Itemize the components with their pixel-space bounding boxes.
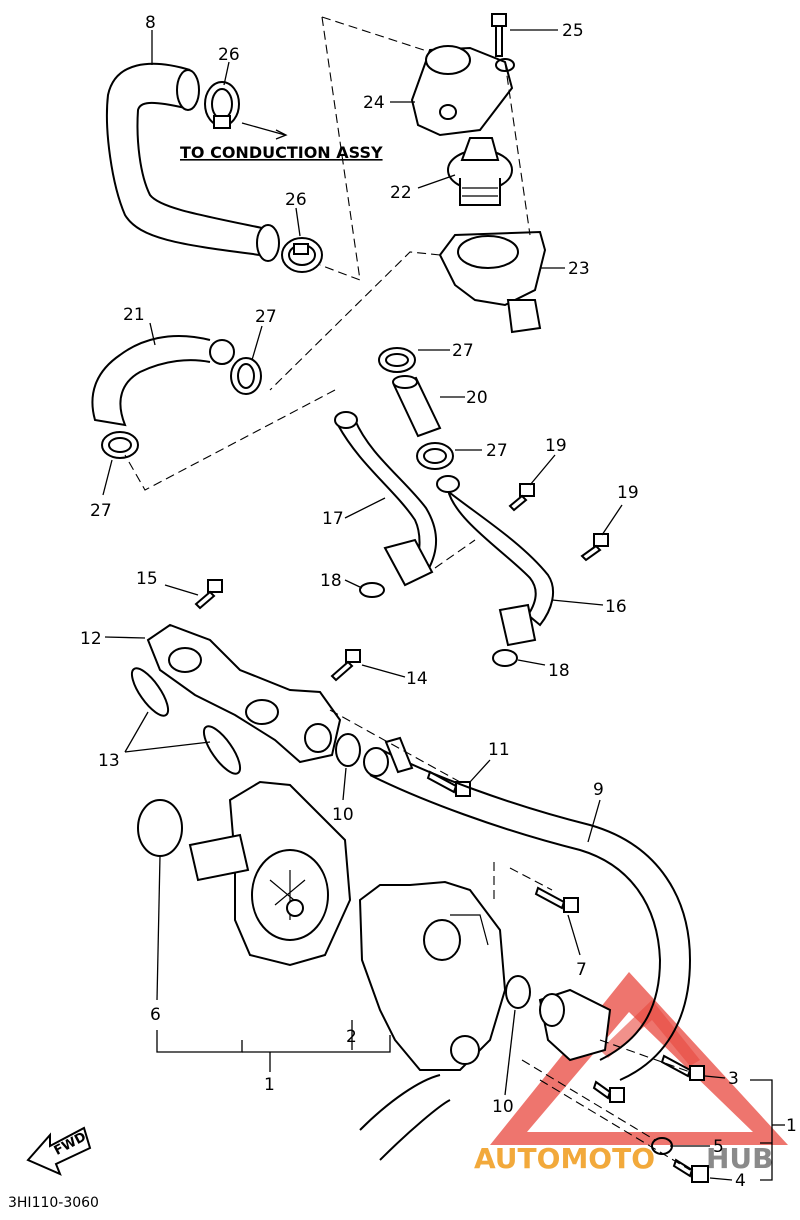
callout-labels: 8 26 26 25 24 22 23 21 27 27 20 27 27 19… <box>80 13 797 1191</box>
callout-26-bottom: 26 <box>285 190 307 210</box>
bolt-15 <box>194 579 223 610</box>
pipe-16 <box>436 475 555 647</box>
gasket-13-b <box>202 725 242 775</box>
o-ring-10-a <box>335 733 361 767</box>
bolt-11 <box>426 770 471 797</box>
bolt-4 <box>672 1158 709 1183</box>
drawing-number: 3HI110-3060 <box>8 1195 99 1211</box>
callout-18-a: 18 <box>320 571 342 591</box>
outlet-pipe-12 <box>146 623 342 764</box>
dashed-assembly-lines <box>124 16 691 1171</box>
callout-1-b: 1 <box>786 1116 797 1136</box>
callout-22: 22 <box>390 183 412 203</box>
callout-10-a: 10 <box>332 805 354 825</box>
gasket-13-a <box>130 667 170 717</box>
callout-5: 5 <box>713 1137 724 1157</box>
thermostat-housing-23 <box>438 230 547 334</box>
leader-lines <box>102 29 785 1181</box>
callout-19-a: 19 <box>545 436 567 456</box>
callout-19-b: 19 <box>617 483 639 503</box>
bolt-19-a <box>508 483 535 512</box>
callout-8: 8 <box>145 13 156 33</box>
callout-3: 3 <box>728 1069 739 1089</box>
pipe-20 <box>392 375 442 438</box>
hose-clamp-27-b <box>101 431 139 459</box>
callout-4: 4 <box>735 1171 746 1191</box>
callout-27-c: 27 <box>452 341 474 361</box>
callout-23: 23 <box>568 259 590 279</box>
callout-10-b: 10 <box>492 1097 514 1117</box>
conduction-assy-note: TO CONDUCTION ASSY <box>180 143 383 162</box>
bolt-3 <box>660 1054 705 1081</box>
pipe-17 <box>334 411 438 587</box>
fwd-arrow: FWD <box>26 1126 92 1176</box>
o-ring-10-b <box>505 975 531 1009</box>
lower-hose <box>359 1074 451 1161</box>
callout-9: 9 <box>593 780 604 800</box>
callout-27-d: 27 <box>486 441 508 461</box>
watermark-text-left: AUTOMOTO <box>474 1142 655 1175</box>
hose-clamp-27-c <box>378 347 416 373</box>
callout-26-top: 26 <box>218 45 240 65</box>
thermostat-cover-24 <box>410 45 515 137</box>
hose-clamp-27-d <box>416 442 454 470</box>
callout-2: 2 <box>346 1027 357 1047</box>
callout-16: 16 <box>605 597 627 617</box>
callout-11: 11 <box>488 740 510 760</box>
callout-18-b: 18 <box>548 661 570 681</box>
bolt-extra <box>592 1080 625 1103</box>
callout-6: 6 <box>150 1005 161 1025</box>
bolt-7 <box>534 886 579 913</box>
o-ring-18-a <box>359 582 385 598</box>
callout-7: 7 <box>576 960 587 980</box>
hose-8 <box>105 62 280 262</box>
elbow-fitting <box>538 988 612 1062</box>
callout-15: 15 <box>136 569 158 589</box>
callout-20: 20 <box>466 388 488 408</box>
callout-13: 13 <box>98 751 120 771</box>
callout-1-a: 1 <box>264 1075 275 1095</box>
bolt-25 <box>491 13 507 57</box>
pump-housing <box>358 880 507 1071</box>
o-ring-18-b <box>492 649 518 667</box>
callout-17: 17 <box>322 509 344 529</box>
callout-27-a: 27 <box>255 307 277 327</box>
callout-27-b: 27 <box>90 501 112 521</box>
bolt-14 <box>330 649 361 682</box>
callout-24: 24 <box>363 93 385 113</box>
callout-21: 21 <box>123 305 145 325</box>
hose-clamp-26-top <box>204 81 240 129</box>
pipe-9 <box>363 736 692 1081</box>
watermark-text-right: HUB <box>706 1142 774 1175</box>
bolt-19-b <box>580 533 609 562</box>
hose-21 <box>91 334 235 427</box>
watermark-triangle <box>490 972 788 1145</box>
callout-12: 12 <box>80 629 102 649</box>
hose-clamp-27-a <box>230 357 262 395</box>
callout-25: 25 <box>562 21 584 41</box>
pump-impeller-assembly <box>188 780 352 967</box>
callout-14: 14 <box>406 669 428 689</box>
hose-clamp-26-bottom <box>281 237 323 273</box>
thermostat-22 <box>447 137 513 206</box>
o-ring-6 <box>137 799 183 857</box>
